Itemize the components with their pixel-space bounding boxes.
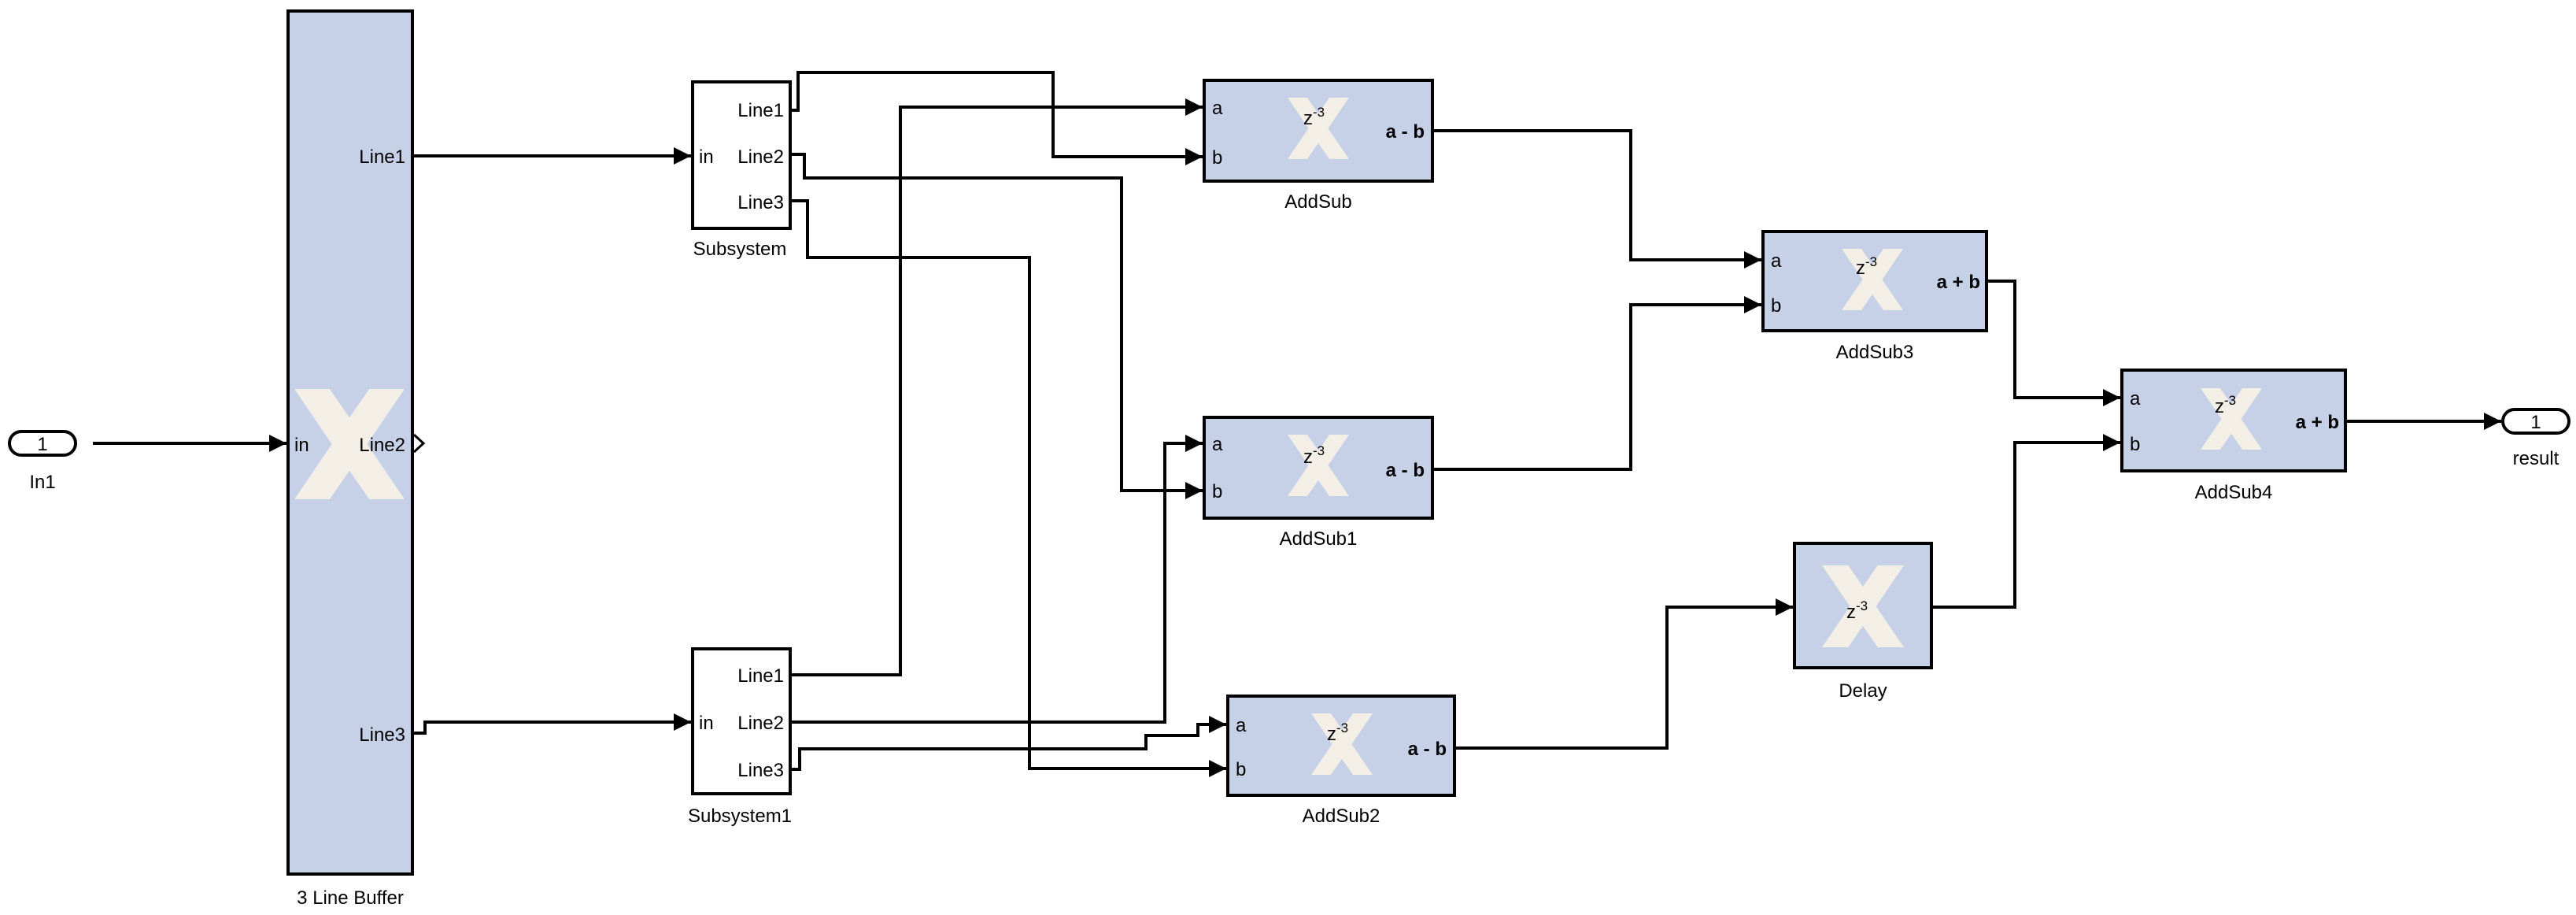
subsystem-port-in: in xyxy=(699,146,714,168)
addsub1-name: AddSub1 xyxy=(1280,528,1358,550)
wire-addsub3-to-addsub4-a xyxy=(1988,280,2120,406)
addsub1-latency: z-3 xyxy=(1303,443,1325,468)
addsub1-port-a: a xyxy=(1212,434,1223,455)
addsub-port-a: a xyxy=(1212,98,1223,119)
addsub4-operation: a + b xyxy=(2296,412,2339,433)
subsystem-port-line1: Line1 xyxy=(737,100,784,121)
addsub3-operation: a + b xyxy=(1937,272,1980,293)
wire-subsys-line3-to-addsub2-b xyxy=(792,199,1226,777)
subsystem1-port-line1: Line1 xyxy=(737,665,784,687)
addsub2-latency: z-3 xyxy=(1327,721,1348,745)
wire-subsys-line1-to-addsub-b xyxy=(792,71,1203,165)
wire-subsys1-line1-to-addsub-a xyxy=(792,98,1203,676)
subsystem-port-line3: Line3 xyxy=(737,192,784,213)
addsub-block[interactable]: a b z-3 a - b AddSub xyxy=(1203,79,1434,213)
inport-number: 1 xyxy=(37,434,47,455)
wire-delay-to-addsub4-b xyxy=(1933,434,2120,609)
unconnected-port-marker xyxy=(412,433,426,454)
addsub3-name: AddSub3 xyxy=(1836,342,1914,363)
subsystem1-port-line3: Line3 xyxy=(737,760,784,781)
addsub3-port-a: a xyxy=(1771,250,1782,272)
delay-latency: z-3 xyxy=(1846,598,1868,623)
addsub-name: AddSub xyxy=(1284,191,1351,213)
wire-subsys1-line2-to-addsub1-a xyxy=(792,435,1203,724)
addsub2-port-b: b xyxy=(1236,759,1246,780)
wire-addsub1-to-addsub3-b xyxy=(1434,296,1761,471)
subsystem-block[interactable]: in Line1 Line2 Line3 Subsystem xyxy=(691,80,792,260)
line-buffer-port-line1: Line1 xyxy=(359,146,405,168)
wire-subsys1-line3-to-addsub2-a xyxy=(792,716,1226,771)
wire-subsys-line2-to-addsub1-b xyxy=(792,153,1203,499)
outport-result[interactable]: 1 result xyxy=(2501,408,2570,469)
outport-label: result xyxy=(2513,448,2559,469)
line-buffer-block[interactable]: in Line1 Line2 Line3 3 Line Buffer xyxy=(286,9,426,909)
subsystem-port-line2: Line2 xyxy=(737,146,784,168)
addsub4-name: AddSub4 xyxy=(2195,482,2273,503)
inport-in1[interactable]: 1 In1 xyxy=(8,430,77,493)
addsub2-block[interactable]: a b z-3 a - b AddSub2 xyxy=(1226,695,1456,827)
subsystem1-port-line2: Line2 xyxy=(737,713,784,734)
subsystem1-block[interactable]: in Line1 Line2 Line3 Subsystem1 xyxy=(688,647,792,827)
subsystem1-port-in: in xyxy=(699,713,714,734)
addsub2-operation: a - b xyxy=(1408,739,1447,760)
addsub1-port-b: b xyxy=(1212,481,1222,502)
addsub4-port-b: b xyxy=(2130,434,2140,455)
addsub2-name: AddSub2 xyxy=(1303,806,1380,827)
inport-label: In1 xyxy=(29,472,55,493)
addsub4-latency: z-3 xyxy=(2215,393,2236,417)
line-buffer-port-line2: Line2 xyxy=(359,435,405,456)
line-buffer-name: 3 Line Buffer xyxy=(297,887,404,909)
wire-addsub2-to-delay xyxy=(1456,598,1793,750)
addsub4-block[interactable]: a b z-3 a + b AddSub4 xyxy=(2120,369,2347,503)
line-buffer-port-line3: Line3 xyxy=(359,724,405,746)
subsystem1-name: Subsystem1 xyxy=(688,806,792,827)
addsub-latency: z-3 xyxy=(1303,105,1325,129)
signal-wires xyxy=(93,71,2501,777)
wire-addsub-to-addsub3-a xyxy=(1434,129,1761,269)
delay-name: Delay xyxy=(1839,680,1887,702)
wire-line3-to-subsystem1 xyxy=(412,713,691,735)
addsub-operation: a - b xyxy=(1386,121,1425,143)
delay-block[interactable]: z-3 Delay xyxy=(1793,542,1933,702)
subsystem-name: Subsystem xyxy=(693,239,787,260)
line-buffer-port-in: in xyxy=(294,435,309,456)
outport-number: 1 xyxy=(2530,412,2541,433)
addsub2-port-a: a xyxy=(1236,715,1247,736)
addsub1-block[interactable]: a b z-3 a - b AddSub1 xyxy=(1203,416,1434,550)
addsub4-port-a: a xyxy=(2130,388,2141,409)
addsub3-latency: z-3 xyxy=(1856,254,1877,279)
addsub-port-b: b xyxy=(1212,147,1222,169)
addsub3-block[interactable]: a b z-3 a + b AddSub3 xyxy=(1761,230,1988,363)
addsub1-operation: a - b xyxy=(1386,460,1425,481)
addsub3-port-b: b xyxy=(1771,295,1781,317)
